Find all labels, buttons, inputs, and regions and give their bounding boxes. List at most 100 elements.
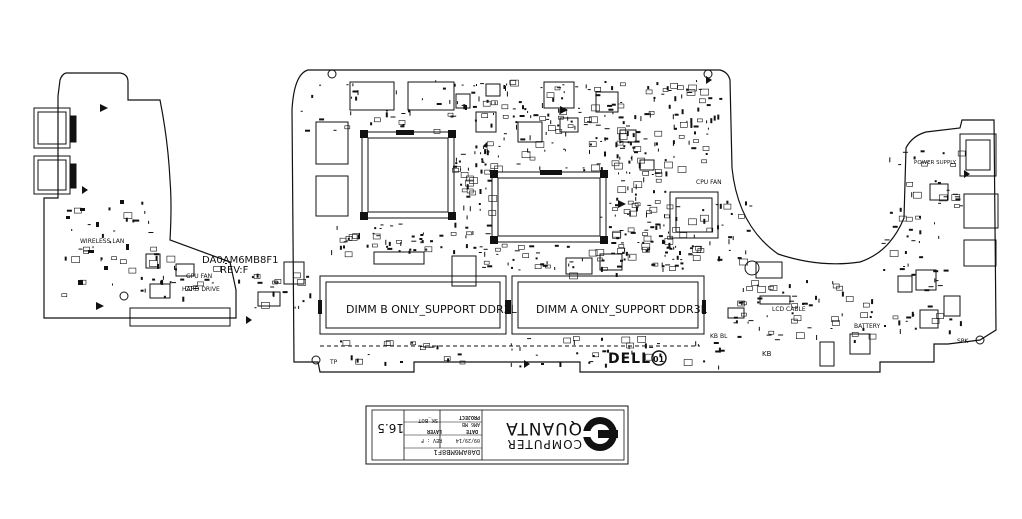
smd-part <box>486 151 490 153</box>
smd-part <box>902 151 908 153</box>
smd-part <box>385 239 387 245</box>
smd-part <box>666 204 674 210</box>
smd-part <box>463 104 466 110</box>
smd-part <box>612 112 614 115</box>
smd-part <box>644 152 647 155</box>
smd-part <box>626 171 628 174</box>
smd-part <box>466 175 474 182</box>
smd-part <box>563 337 572 344</box>
smd-part <box>111 256 117 261</box>
smd-part <box>696 251 699 253</box>
smd-part <box>516 163 521 165</box>
smd-part <box>564 149 566 152</box>
smd-part <box>309 293 312 299</box>
smd-part <box>675 245 677 248</box>
pin1-markers <box>246 76 970 368</box>
smd-part <box>675 217 678 221</box>
smd-part <box>669 266 676 272</box>
smd-part <box>617 103 625 109</box>
smd-part <box>832 281 834 285</box>
smd-part <box>713 342 719 344</box>
smd-part <box>439 234 444 237</box>
smd-part <box>529 156 536 161</box>
smd-part <box>674 96 677 102</box>
smd-part <box>484 251 486 257</box>
smd-part <box>396 240 402 244</box>
smd-part <box>654 200 661 204</box>
smd-part <box>372 232 375 234</box>
smd-part <box>456 101 458 105</box>
smd-part <box>912 191 922 199</box>
smd-part <box>919 216 921 219</box>
smd-part <box>680 259 683 261</box>
smd-part <box>595 137 598 140</box>
smd-part <box>903 266 906 267</box>
smd-part <box>642 171 650 176</box>
smd-part <box>298 305 300 309</box>
smd-part <box>585 84 587 89</box>
smd-part <box>952 193 958 195</box>
smd-part <box>913 313 915 316</box>
smd-part <box>510 79 519 87</box>
smd-part <box>484 163 487 166</box>
smd-part <box>421 240 424 244</box>
smd-part <box>380 224 384 226</box>
smd-part <box>483 248 488 250</box>
smd-part <box>150 246 157 252</box>
smd-part <box>476 84 477 86</box>
smd-part <box>385 340 394 346</box>
smd-part <box>561 97 564 100</box>
smd-part <box>254 307 257 309</box>
smd-part <box>425 248 428 251</box>
smd-part <box>646 212 647 218</box>
smd-part <box>596 163 601 165</box>
smd-part <box>658 235 663 238</box>
smd-part <box>654 172 660 174</box>
smd-part <box>611 86 614 91</box>
smd-part <box>737 300 745 307</box>
smd-part <box>664 190 667 193</box>
stamp-rev-label: REV : F <box>421 437 442 443</box>
smd-part <box>213 266 221 272</box>
smd-part <box>911 311 914 317</box>
smd-part <box>582 167 585 169</box>
smd-part <box>346 84 349 86</box>
smd-part <box>615 204 619 207</box>
smd-part <box>792 295 798 297</box>
silkscreen-labels: DA0AM6MB8F1 REV:F WIRELESS LAN GPU FAN H… <box>80 160 969 367</box>
smd-part <box>845 296 854 302</box>
smd-part <box>562 84 565 86</box>
smd-part <box>493 113 494 115</box>
smd-part <box>705 153 708 155</box>
smd-part <box>908 228 913 231</box>
usb-port-2 <box>33 155 71 195</box>
smd-part <box>539 116 547 121</box>
smd-part <box>611 103 616 106</box>
power-connector <box>959 133 997 177</box>
smd-part <box>588 141 597 147</box>
smd-part <box>679 251 681 255</box>
smd-part <box>148 232 154 233</box>
smd-part <box>373 117 381 123</box>
smd-part <box>554 267 556 270</box>
smd-part <box>343 245 345 249</box>
smd-part <box>748 320 754 322</box>
smd-part <box>702 209 705 212</box>
smd-part <box>501 104 509 110</box>
smd-part <box>376 235 381 237</box>
smd-part <box>831 316 839 323</box>
smd-part <box>506 91 508 97</box>
smd-part <box>487 265 493 268</box>
smd-part <box>488 210 497 216</box>
smd-part <box>686 88 689 91</box>
smd-part <box>607 104 613 107</box>
smd-part <box>697 107 700 112</box>
smd-part <box>555 129 563 134</box>
smd-part <box>524 108 527 111</box>
smd-part <box>494 101 496 105</box>
smd-part <box>274 279 282 284</box>
smd-part <box>545 264 551 269</box>
smd-part <box>595 249 605 256</box>
smd-part <box>706 227 714 233</box>
